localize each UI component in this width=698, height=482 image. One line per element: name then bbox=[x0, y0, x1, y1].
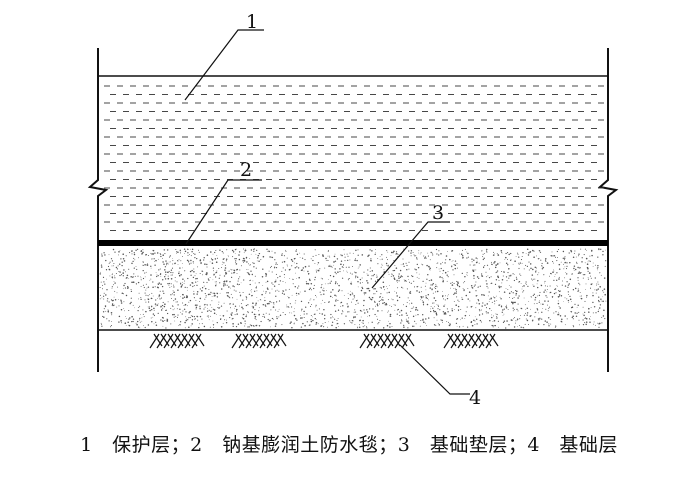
label-3: 3 bbox=[432, 202, 444, 224]
label-1: 1 bbox=[246, 11, 258, 33]
leader-1 bbox=[184, 29, 264, 101]
bentonite-membrane bbox=[98, 240, 608, 246]
base-cushion-stipple bbox=[99, 248, 607, 329]
protective-layer bbox=[98, 75, 608, 231]
figure-caption: 1 保护层；2 钠基膨润土防水毯；3 基础垫层；4 基础层 bbox=[80, 434, 618, 456]
leader-4 bbox=[399, 344, 470, 395]
left-wall bbox=[87, 48, 109, 372]
leader-2 bbox=[185, 179, 262, 245]
leader-lines bbox=[184, 29, 470, 395]
right-wall bbox=[597, 48, 619, 372]
foundation-soil-hatch bbox=[149, 333, 499, 349]
label-2: 2 bbox=[240, 159, 252, 181]
label-4: 4 bbox=[469, 387, 481, 409]
base-cushion-layer bbox=[98, 248, 608, 331]
leader-3 bbox=[371, 221, 450, 289]
protective-layer-hatch bbox=[104, 85, 604, 231]
